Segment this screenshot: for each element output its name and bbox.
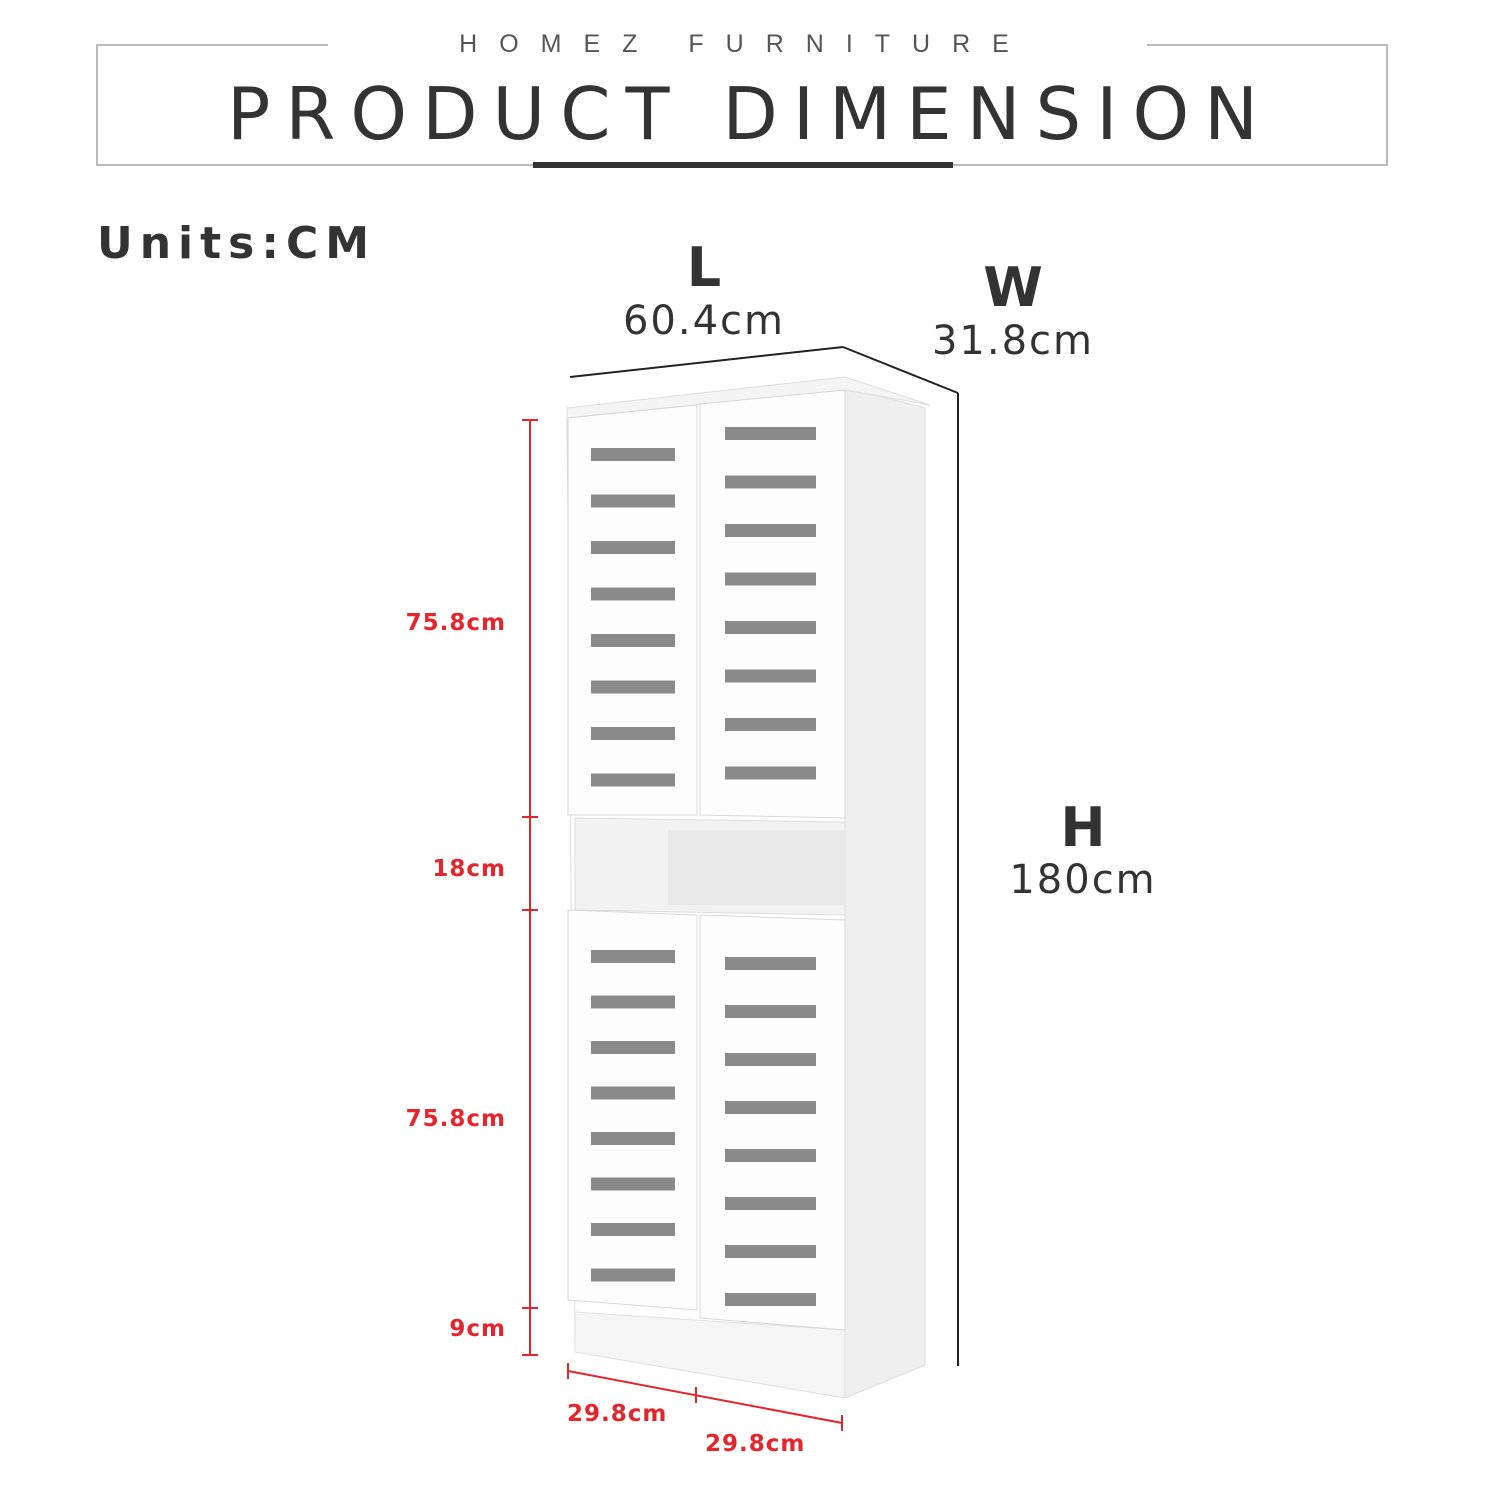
upper-right-door-slat <box>725 475 816 489</box>
upper-right-door-slat <box>725 621 816 634</box>
upper-right-door-slat <box>725 524 816 537</box>
lower-right-door-slat <box>725 1149 816 1162</box>
upper-doors-height: 75.8cm <box>405 610 506 636</box>
lower-left-door-slat <box>591 1223 675 1236</box>
upper-right-door-slat <box>725 669 816 683</box>
shelf-back <box>668 830 845 905</box>
lower-right-door-slat <box>725 1293 816 1306</box>
right-door-width: 29.8cm <box>705 1431 806 1457</box>
upper-left-door-slat <box>591 680 675 694</box>
lower-right-door-slat <box>725 957 816 970</box>
brand-name: HOMEZ FURNITURE <box>459 30 1031 58</box>
width-value: 31.8cm <box>931 318 1095 364</box>
length-letter: L <box>686 236 722 299</box>
plinth <box>574 1311 846 1399</box>
upper-right-door-slat <box>725 766 816 780</box>
upper-left-door-slat <box>591 448 675 461</box>
upper-left-door-slat <box>591 634 675 647</box>
lower-right-door-slat <box>725 1245 816 1258</box>
lower-left-door-slat <box>591 1086 675 1100</box>
left-door-width: 29.8cm <box>567 1401 668 1427</box>
open-shelf-height: 18cm <box>432 856 506 882</box>
upper-left-door-slat <box>591 541 675 554</box>
door-width-dimension-line <box>567 1363 843 1431</box>
lower-right-door-slat <box>725 1197 816 1210</box>
lower-right-door-slat <box>725 1005 816 1018</box>
lower-right-door-slat <box>725 1053 816 1066</box>
lower-left-door <box>567 909 698 1311</box>
lower-left-door-slat <box>591 1177 675 1191</box>
upper-right-door <box>699 389 846 819</box>
lower-left-door-slat <box>591 1132 675 1145</box>
lower-left-door-slat <box>591 1041 675 1054</box>
lower-right-door <box>699 914 846 1331</box>
upper-left-door-slat <box>591 727 675 740</box>
upper-right-door-slat <box>725 572 816 586</box>
lower-left-door-slat <box>591 1268 675 1282</box>
upper-left-door-slat <box>591 773 675 787</box>
upper-right-door-slat <box>725 718 816 731</box>
units-label: Units:CM <box>97 218 377 269</box>
lower-doors-height: 75.8cm <box>405 1106 506 1132</box>
page-title: PRODUCT DIMENSION <box>226 72 1273 156</box>
lower-left-door-slat <box>591 995 675 1009</box>
lower-left-door-slat <box>591 950 675 963</box>
upper-left-door-slat <box>591 587 675 601</box>
overall-dimension-lines <box>569 346 959 1366</box>
height-value: 180cm <box>1009 857 1157 903</box>
height-letter: H <box>1060 796 1106 859</box>
upper-left-door-slat <box>591 494 675 508</box>
title-underline <box>533 162 953 168</box>
width-letter: W <box>983 256 1043 319</box>
upper-left-door <box>567 404 698 816</box>
section-dimension-line <box>522 419 538 1356</box>
lower-right-door-slat <box>725 1101 816 1114</box>
cabinet-side <box>844 386 926 1399</box>
upper-right-door-slat <box>725 427 816 440</box>
length-value: 60.4cm <box>622 298 786 344</box>
shoe-cabinet <box>566 376 931 1399</box>
cabinet-top <box>566 376 931 419</box>
plinth-height: 9cm <box>449 1316 506 1342</box>
